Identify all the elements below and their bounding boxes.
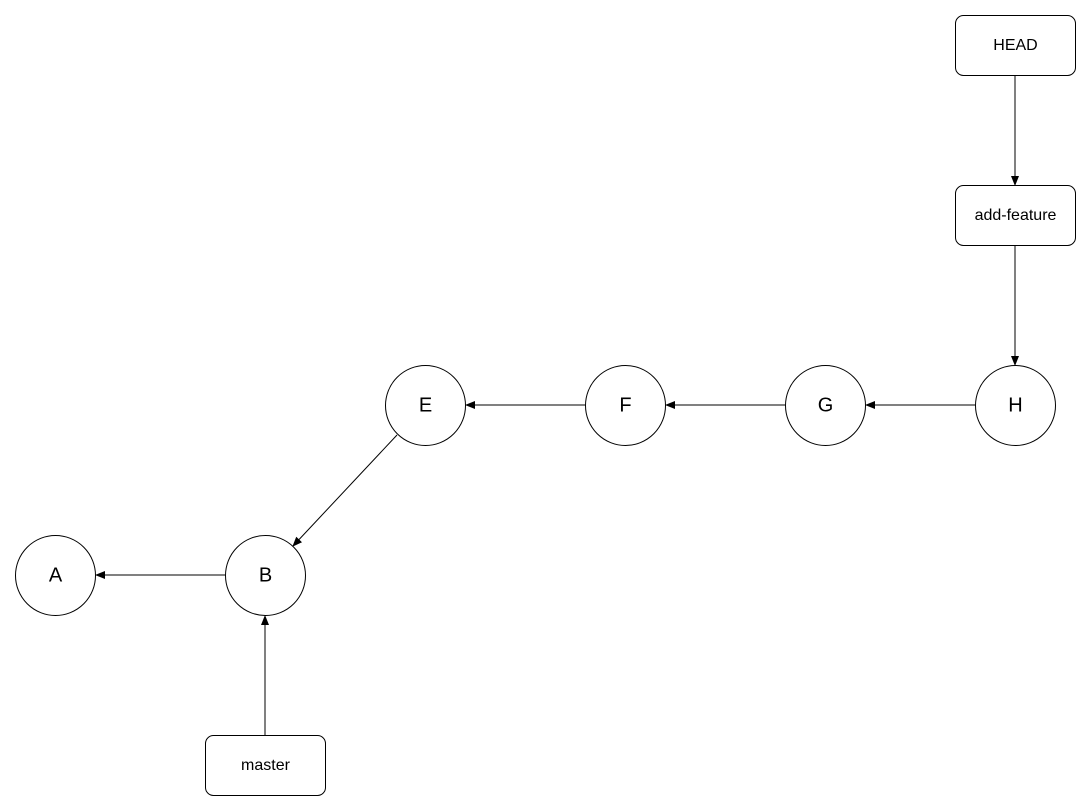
commit-g-circle <box>785 365 866 446</box>
ref-add-feature-label: add-feature <box>975 207 1057 224</box>
ref-head-box <box>955 15 1076 76</box>
ref-add-feature-box <box>955 185 1076 246</box>
ref-master-label: master <box>241 757 291 774</box>
ref-add-feature[interactable]: add-feature <box>955 185 1076 246</box>
commit-node-a[interactable]: A <box>15 535 96 616</box>
commit-e-circle <box>385 365 466 446</box>
commit-b-circle <box>225 535 306 616</box>
commit-node-g[interactable]: G <box>785 365 866 446</box>
commit-g-label: G <box>818 395 834 417</box>
ref-head-label: HEAD <box>993 37 1037 54</box>
commit-b-label: B <box>259 565 272 587</box>
commit-h-label: H <box>1008 395 1022 417</box>
commit-node-h[interactable]: H <box>975 365 1056 446</box>
commit-e-label: E <box>419 395 432 417</box>
commit-f-circle <box>585 365 666 446</box>
commit-node-e[interactable]: E <box>385 365 466 446</box>
commit-h-circle <box>975 365 1056 446</box>
ref-master-box <box>205 735 326 796</box>
ref-head[interactable]: HEAD <box>955 15 1076 76</box>
edge-e-to-b <box>292 434 398 547</box>
commit-node-f[interactable]: F <box>585 365 666 446</box>
commit-a-circle <box>15 535 96 616</box>
commit-node-b[interactable]: B <box>225 535 306 616</box>
ref-master[interactable]: master <box>205 735 326 796</box>
edges <box>95 76 1019 736</box>
commit-f-label: F <box>619 395 631 417</box>
commit-a-label: A <box>49 565 63 587</box>
